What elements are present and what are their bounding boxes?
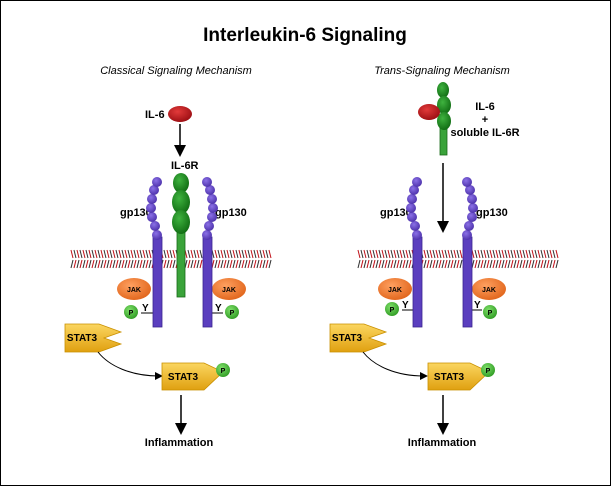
gp130-right-receptor <box>202 177 218 328</box>
p-right-label: P <box>230 310 235 317</box>
stat3-phosphorylated-left <box>161 362 224 391</box>
gp130-left-label: gp130 <box>120 207 152 219</box>
arrow-stat3-phosphorylation-left <box>97 351 163 380</box>
complex-label-plus: + <box>482 114 488 126</box>
p-stat3-left-label: P <box>221 368 226 375</box>
page-title: Interleukin-6 Signaling <box>203 25 407 46</box>
jak-left-r <box>378 278 412 300</box>
phosphate-right <box>225 305 239 319</box>
inflammation-left: Inflammation <box>145 437 214 449</box>
gp130-right-label: gp130 <box>215 207 247 219</box>
stat3-left-label: STAT3 <box>67 333 98 344</box>
membrane-left <box>70 249 272 269</box>
stat3-unphosphorylated-right <box>329 323 388 353</box>
phosphate-right-r <box>483 305 497 319</box>
stat3-phos-left-label: STAT3 <box>168 372 199 383</box>
jak-right-r <box>472 278 506 300</box>
phosphate-stat3-left <box>216 363 230 377</box>
right-subtitle: Trans-Signaling Mechanism <box>374 65 510 77</box>
il6r-label: IL-6R <box>171 160 199 172</box>
stat3-right-label: STAT3 <box>332 333 363 344</box>
arrow-stat3-phosphorylation-right <box>362 351 428 380</box>
gp130-left-receptor-r <box>406 177 423 328</box>
phosphate-stat3-right <box>481 363 495 377</box>
jak-right-label: JAK <box>222 287 236 294</box>
stat3-phosphorylated-right <box>427 362 490 391</box>
p-left-label-r: P <box>390 307 395 314</box>
y-right-r: Y <box>474 300 481 311</box>
il6-label: IL-6 <box>145 109 165 121</box>
y-left: Y <box>142 303 149 314</box>
phosphate-left-r <box>385 302 399 316</box>
jak-right-label-r: JAK <box>482 287 496 294</box>
gp130-right-label-r: gp130 <box>476 207 508 219</box>
complex-label-sil6r: soluble IL-6R <box>450 127 519 139</box>
y-left-r: Y <box>402 300 409 311</box>
gp130-left-receptor <box>146 177 163 328</box>
p-right-label-r: P <box>488 310 493 317</box>
phosphate-left <box>124 305 138 319</box>
inflammation-right: Inflammation <box>408 437 477 449</box>
p-stat3-right-label: P <box>486 368 491 375</box>
left-subtitle: Classical Signaling Mechanism <box>100 65 252 77</box>
il6-ligand <box>168 106 192 122</box>
stat3-unphosphorylated-left <box>64 323 123 353</box>
p-left-label: P <box>129 310 134 317</box>
gp130-right-receptor-r <box>462 177 478 328</box>
jak-left-label-r: JAK <box>388 287 402 294</box>
stat3-phos-right-label: STAT3 <box>434 372 465 383</box>
jak-left <box>117 278 151 300</box>
membrane-right <box>357 249 559 269</box>
gp130-left-label-r: gp130 <box>380 207 412 219</box>
jak-right <box>212 278 246 300</box>
complex-label-il6: IL-6 <box>475 101 495 113</box>
il6-sil6r-complex <box>418 82 451 156</box>
il6r-receptor <box>172 173 190 298</box>
y-right: Y <box>215 303 222 314</box>
jak-left-label: JAK <box>127 287 141 294</box>
